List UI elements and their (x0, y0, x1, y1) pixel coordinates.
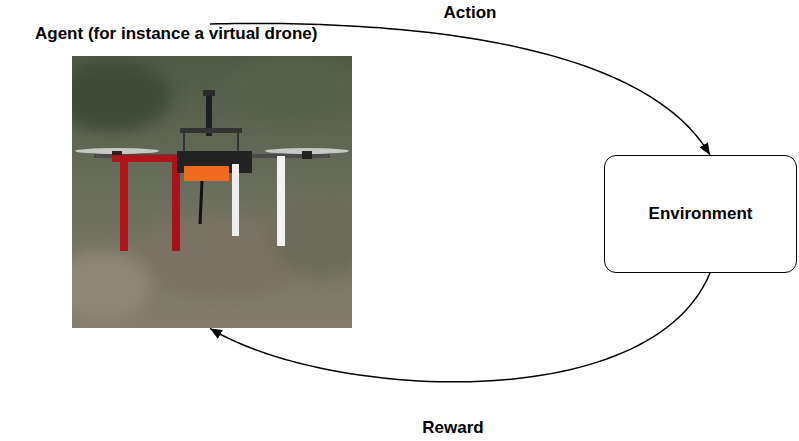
drone-figure (75, 90, 349, 251)
white-leg (232, 164, 239, 236)
edge-label: Reward (418, 418, 487, 438)
red-leg (120, 156, 128, 251)
antenna (200, 181, 202, 224)
top-plate (180, 128, 242, 133)
environment-box: Environment (604, 155, 797, 273)
orange-box (184, 166, 229, 181)
blurred-trees (72, 56, 352, 321)
mast-cap (203, 90, 215, 96)
drone-photo (72, 56, 352, 328)
rod (237, 133, 239, 152)
agent-heading: Agent (for instance a virtual drone) (30, 24, 317, 56)
motor (302, 151, 312, 159)
white-leg (277, 156, 285, 246)
agent-figure: Agent (for instance a virtual drone) (30, 24, 370, 328)
node-text: Environment (649, 204, 753, 224)
rod (183, 133, 185, 152)
edge-label: Action (440, 3, 501, 23)
